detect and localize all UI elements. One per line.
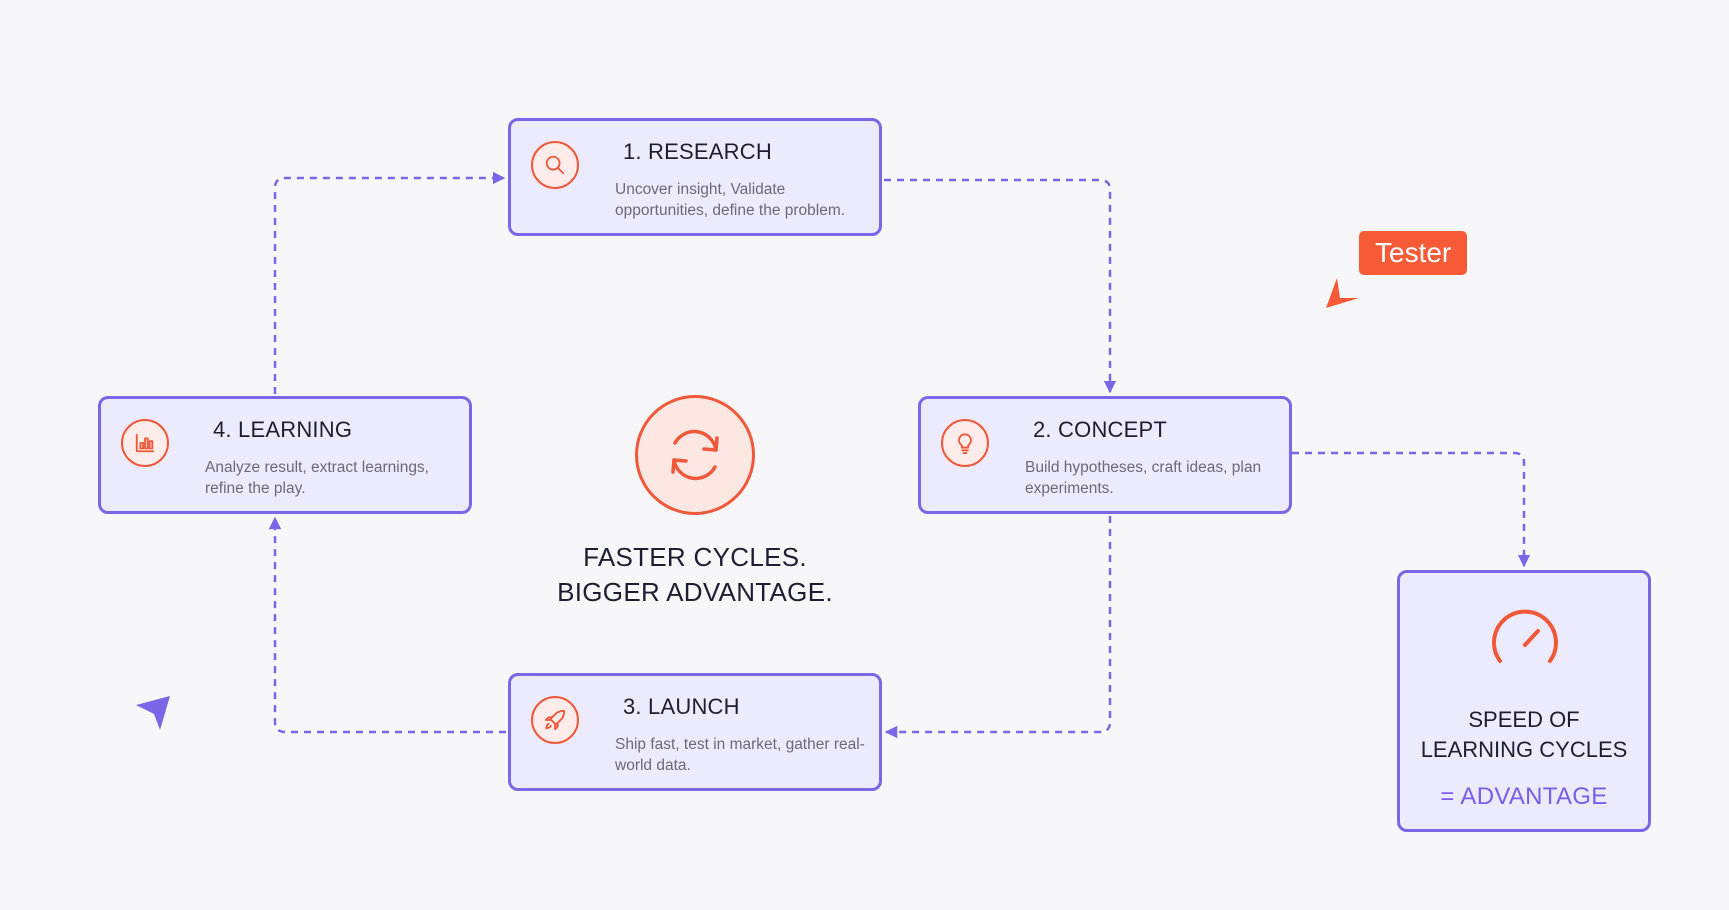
headline-line: FASTER CYCLES. bbox=[583, 542, 807, 572]
center-headline: FASTER CYCLES. BIGGER ADVANTAGE. bbox=[495, 540, 895, 610]
step-title: 4. LEARNING bbox=[213, 417, 353, 442]
connector-concept-to-launch bbox=[884, 516, 1112, 739]
step-title: 3. LAUNCH bbox=[623, 694, 740, 719]
connector-launch-to-learning bbox=[268, 516, 506, 734]
collaborator-name-tag: Tester bbox=[1359, 231, 1468, 275]
speed-result: = ADVANTAGE bbox=[1440, 783, 1608, 810]
speedometer-icon bbox=[1492, 609, 1558, 663]
user-cursor-icon bbox=[136, 696, 170, 730]
step-card-research[interactable]: 1. RESEARCH Uncover insight, Validate op… bbox=[508, 118, 882, 236]
step-title: 2. CONCEPT bbox=[1033, 417, 1168, 442]
magnifier-icon bbox=[531, 141, 579, 189]
step-description: Analyze result, extract learnings, refin… bbox=[205, 459, 429, 497]
connector-concept-to-speed bbox=[1292, 451, 1531, 568]
connector-research-to-concept bbox=[884, 178, 1117, 394]
step-card-learning[interactable]: 4. LEARNING Analyze result, extract lear… bbox=[98, 396, 472, 514]
rocket-icon bbox=[531, 696, 579, 744]
lightbulb-icon bbox=[941, 419, 989, 467]
step-description: Ship fast, test in market, gather real-w… bbox=[615, 736, 865, 774]
step-card-concept[interactable]: 2. CONCEPT Build hypotheses, craft ideas… bbox=[918, 396, 1292, 514]
tester-cursor-icon bbox=[1326, 278, 1359, 308]
connector-learning-to-research bbox=[273, 171, 506, 394]
speed-title-line: LEARNING CYCLES bbox=[1420, 737, 1628, 762]
cycle-arrows-icon bbox=[635, 395, 755, 515]
headline-line: BIGGER ADVANTAGE. bbox=[557, 577, 833, 607]
step-title: 1. RESEARCH bbox=[623, 139, 772, 164]
step-card-launch[interactable]: 3. LAUNCH Ship fast, test in market, gat… bbox=[508, 673, 882, 791]
step-description: Uncover insight, Validate opportunities,… bbox=[615, 181, 846, 219]
speed-title-line: SPEED OF bbox=[1468, 707, 1580, 732]
step-description: Build hypotheses, craft ideas, plan expe… bbox=[1025, 459, 1262, 497]
speed-card[interactable]: SPEED OF LEARNING CYCLES = ADVANTAGE bbox=[1397, 570, 1651, 832]
bar-chart-icon bbox=[121, 419, 169, 467]
speed-title: SPEED OF LEARNING CYCLES bbox=[1400, 705, 1648, 765]
